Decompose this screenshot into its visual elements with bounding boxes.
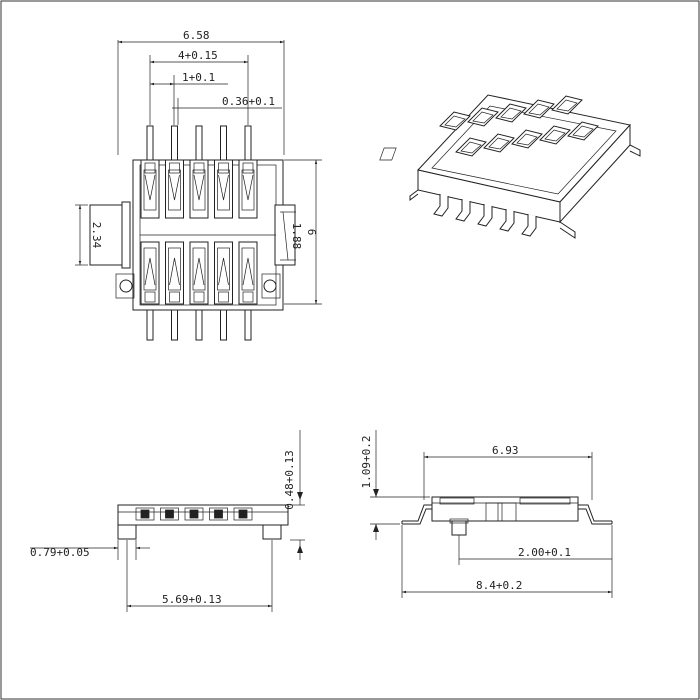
side-view-body: [431, 496, 579, 522]
contact-1: [140, 125, 160, 341]
dim-pad-width: 0.79+0.05: [30, 546, 90, 559]
iso-slot: [551, 95, 583, 115]
contact-4: [214, 125, 233, 341]
dim-pitch-span: 4+0.15: [178, 49, 218, 62]
contact-columns: [140, 125, 258, 341]
side-view: 1.09+0.2 6.93 2.00+0.1 8.4+0.2: [360, 430, 613, 598]
dim-front-span: 5.69+0.13: [162, 593, 222, 606]
iso-lead: [433, 194, 449, 217]
front-pin: [140, 509, 150, 519]
contact-5: [238, 125, 258, 341]
front-left-pad: [117, 524, 137, 540]
dim-side-body-width: 6.93: [492, 444, 519, 457]
front-right-pad: [262, 524, 282, 540]
top-view: 6.58 4+0.15 1+0.1 0.36+0.1 2.34 1.88 6: [75, 29, 322, 341]
iso-lead: [499, 209, 515, 232]
front-view: 0.48+0.13 0.79+0.05 5.69+0.13: [30, 430, 305, 612]
dim-side-offset: 2.00+0.1: [518, 546, 571, 559]
dim-top-width: 6.58: [183, 29, 210, 42]
iso-lead: [455, 199, 471, 222]
left-mount-hole: [119, 279, 133, 293]
dim-right-inner: 1.88: [290, 223, 303, 250]
dim-left-height: 2.34: [90, 222, 103, 249]
front-pin: [165, 509, 174, 519]
front-pin: [189, 509, 199, 519]
front-pin: [214, 509, 223, 519]
dim-right-overall: 6: [305, 229, 318, 236]
dim-side-total-height: 1.09+0.2: [360, 436, 373, 489]
contact-2: [165, 125, 184, 341]
dim-pin-width: 0.36+0.1: [222, 95, 275, 108]
dim-front-height: 0.48+0.13: [283, 450, 296, 510]
front-pin: [238, 509, 248, 519]
iso-lead: [477, 204, 493, 227]
dim-side-total-width: 8.4+0.2: [476, 579, 522, 592]
contact-3: [189, 125, 209, 341]
dim-pitch: 1+0.1: [182, 71, 215, 84]
isometric-view: [379, 94, 641, 239]
right-mount-hole: [263, 279, 277, 293]
iso-lead: [521, 214, 537, 237]
